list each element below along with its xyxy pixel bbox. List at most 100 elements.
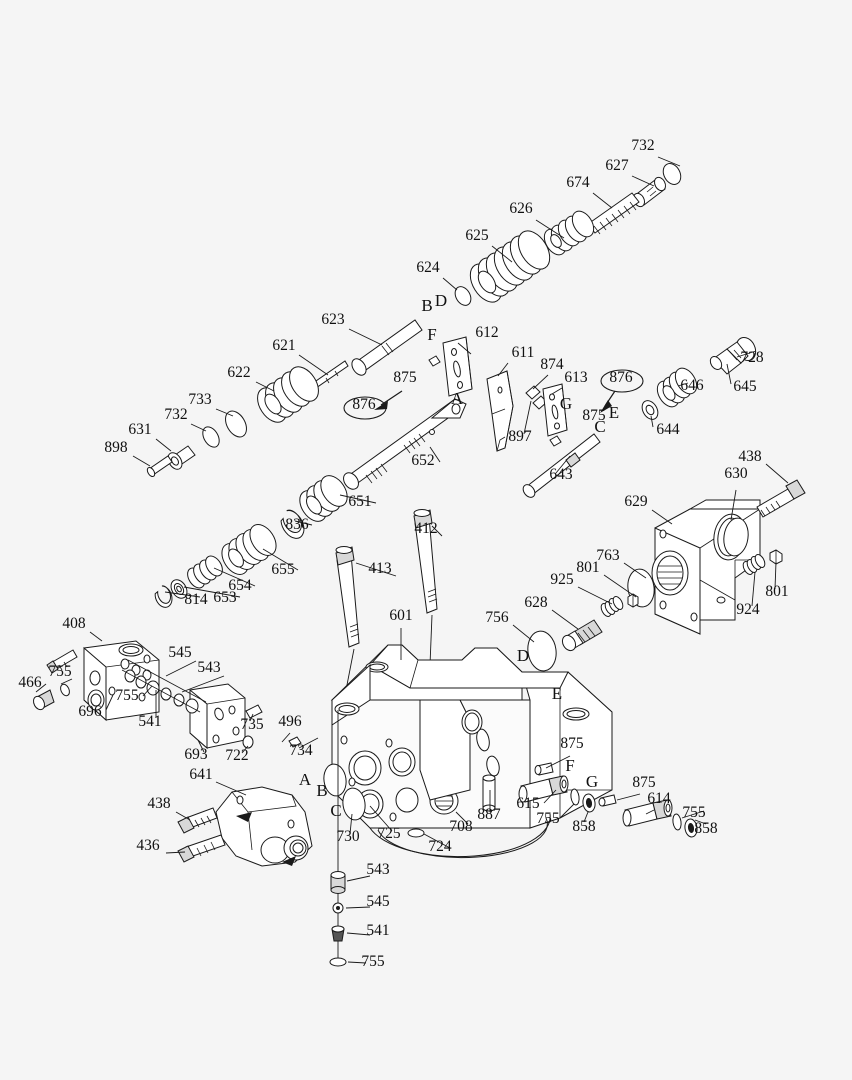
part-644-seat — [641, 400, 659, 420]
part-number-label: 674 — [566, 174, 590, 191]
part-number-label: 722 — [225, 747, 248, 764]
part-number-label: 613 — [564, 369, 588, 386]
part-836-snapring — [280, 509, 305, 539]
section-letter-label: D — [435, 291, 447, 310]
part-number-label: 724 — [428, 838, 452, 855]
part-number-label: 836 — [285, 516, 309, 533]
part-number-label: 755 — [361, 953, 385, 970]
part-541-seat — [331, 925, 345, 942]
part-724-oring — [407, 828, 425, 838]
part-number-label: 734 — [289, 742, 313, 759]
part-number-label: 801 — [576, 559, 599, 576]
part-number-label: 541 — [138, 713, 161, 730]
assembly-right-relief — [641, 336, 757, 420]
part-801-nut-a — [769, 549, 783, 565]
section-letter-label: C — [594, 417, 605, 436]
part-number-label: 652 — [411, 452, 434, 469]
part-622-spring — [257, 366, 319, 423]
assembly-bottom-right-cartridges — [518, 762, 698, 838]
part-898-pin — [146, 455, 173, 478]
part-408-bolt — [46, 649, 78, 674]
section-letter-label: A — [299, 770, 312, 789]
part-755-oring-e — [672, 813, 682, 831]
part-number-label: 643 — [549, 466, 573, 483]
part-number-label: 543 — [197, 659, 221, 676]
part-438-bolt-b — [177, 807, 218, 834]
part-number-label: 624 — [416, 259, 440, 276]
part-722-oring — [242, 735, 254, 749]
part-612-link-plate — [442, 336, 473, 397]
part-number-label: 887 — [477, 806, 501, 823]
part-number-labels: 7326276746266256246236216227337326318988… — [18, 137, 788, 970]
part-725-oring — [342, 787, 366, 821]
part-611-fork — [486, 370, 514, 452]
assembly-652-spool — [154, 398, 467, 608]
part-646-spring — [656, 367, 698, 408]
part-466-plug — [32, 689, 55, 711]
part-number-label: 733 — [188, 391, 212, 408]
part-801-nut-b — [627, 593, 639, 608]
section-letter-label: E — [552, 684, 562, 703]
part-645-plug — [709, 341, 749, 375]
section-letter-label: E — [609, 403, 619, 422]
part-number-label: 412 — [414, 520, 437, 537]
section-letter-label: B — [421, 296, 432, 315]
part-438-bolt-a — [756, 479, 806, 518]
part-412-bolt — [413, 509, 438, 666]
part-651-spring — [299, 475, 348, 522]
part-number-label: 614 — [647, 790, 671, 807]
part-number-label: 875 — [393, 369, 417, 386]
part-875-pin-a — [549, 435, 562, 447]
part-number-label: 631 — [128, 421, 151, 438]
part-436-bolt — [177, 834, 226, 863]
part-545-ball — [332, 902, 344, 914]
leader-lines — [35, 156, 789, 964]
assembly-693-block — [189, 683, 246, 750]
assembly-pin-chain-left — [120, 658, 207, 714]
section-letter-label: G — [560, 394, 572, 413]
body-face-port-4 — [395, 787, 419, 813]
part-number-label: 858 — [694, 820, 718, 837]
assembly-623-621-622 — [146, 319, 423, 478]
part-number-label: 653 — [213, 589, 237, 606]
part-614-cartridge — [622, 799, 673, 827]
section-letter-label: A — [451, 389, 464, 408]
part-number-label: 626 — [509, 200, 533, 217]
part-number-label: 755 — [115, 687, 139, 704]
part-number-label: 654 — [228, 577, 252, 594]
part-924-spring — [742, 554, 766, 575]
part-655-spring — [221, 524, 277, 575]
part-624-oring — [454, 286, 472, 306]
section-letter-label: F — [565, 756, 574, 775]
part-number-label: 801 — [765, 583, 788, 600]
part-number-label: 628 — [524, 594, 548, 611]
part-number-label: 897 — [508, 428, 532, 445]
part-630-seal — [713, 513, 749, 561]
part-number-label: 925 — [550, 571, 574, 588]
assembly-top-spring-chain — [454, 163, 682, 306]
part-number-label: 875 — [582, 407, 606, 424]
part-number-label: 601 — [389, 607, 412, 624]
assembly-629-end-cap — [651, 479, 806, 635]
part-number-label: 630 — [724, 465, 748, 482]
part-625-spring — [469, 230, 551, 303]
part-615-cartridge — [518, 775, 569, 803]
part-number-label: 615 — [516, 795, 540, 812]
part-732-oring-b — [202, 426, 220, 448]
part-755-oring-a — [60, 683, 70, 697]
section-letter-label: G — [586, 772, 598, 791]
part-number-label: 622 — [227, 364, 250, 381]
part-613-link-plate — [542, 383, 568, 437]
part-641-cover — [215, 786, 313, 867]
callout-oval-876-left — [343, 396, 387, 420]
part-number-label: 651 — [348, 493, 371, 510]
part-875-pin-b — [428, 355, 441, 367]
part-number-label: 755 — [682, 804, 706, 821]
part-number-label: 875 — [632, 774, 656, 791]
part-652-spool — [343, 398, 467, 490]
part-number-label: 621 — [272, 337, 295, 354]
part-number-label: 732 — [164, 406, 187, 423]
section-letter-label: F — [427, 325, 436, 344]
